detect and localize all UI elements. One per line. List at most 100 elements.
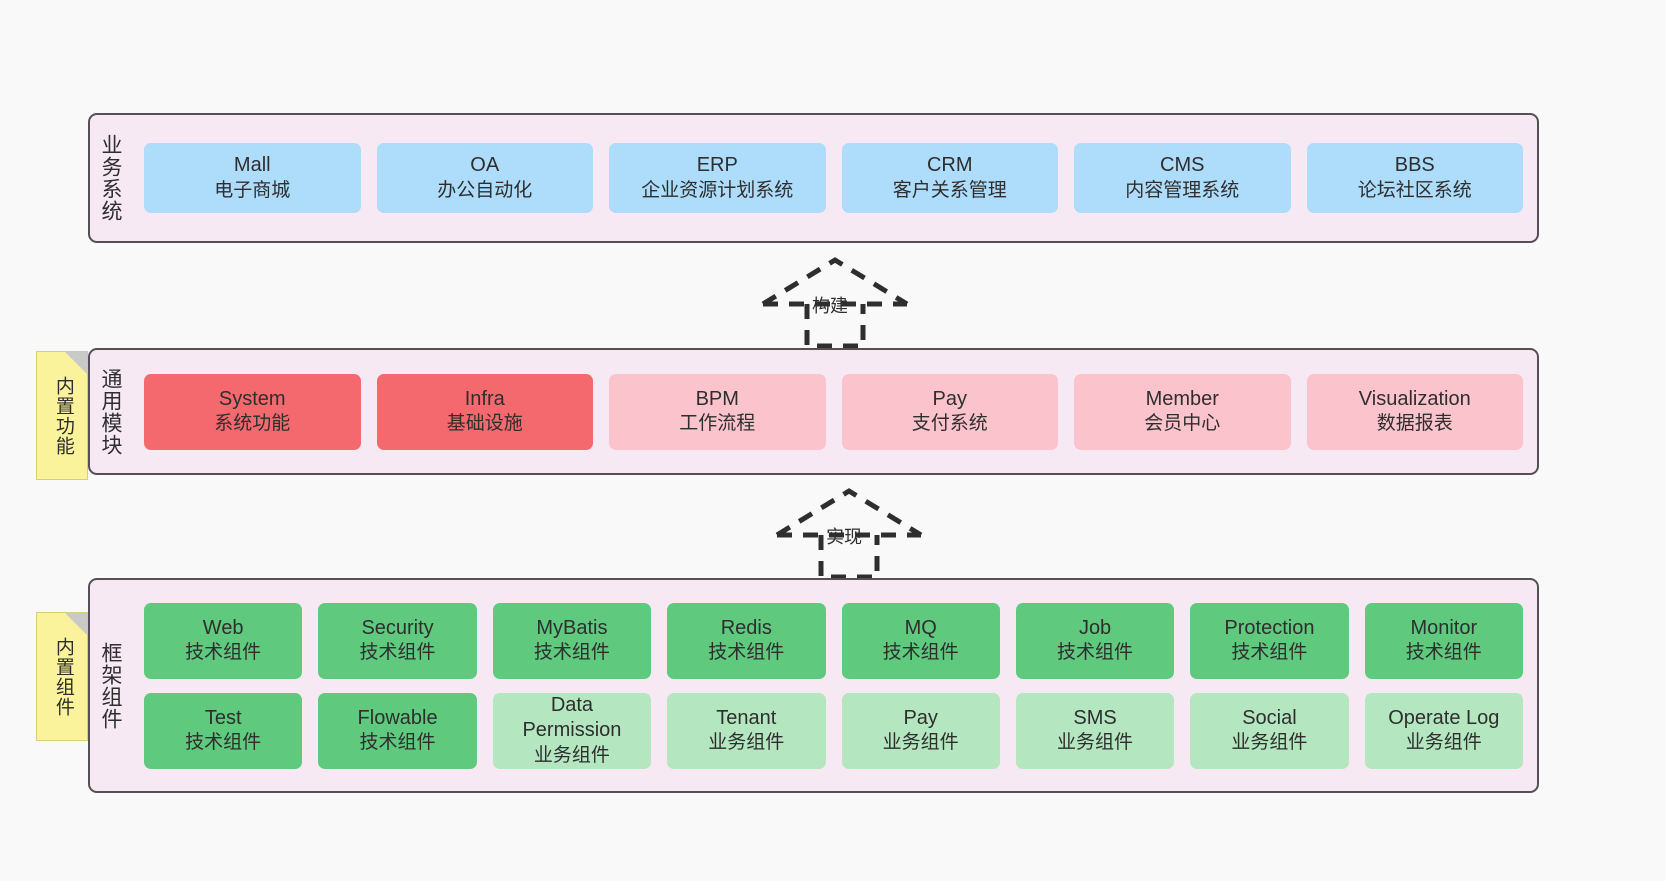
layer-row: Mall 电子商城 OA 办公自动化 ERP 企业资源计划系统 CRM 客户关系… — [144, 143, 1523, 213]
connector-label: 构建 — [812, 296, 848, 316]
module-desc: 技术组件 — [1057, 642, 1134, 664]
layer-business-systems: 业务系统 Mall 电子商城 OA 办公自动化 ERP 企业资源计划系统 CRM… — [88, 113, 1539, 243]
module-desc: 技术组件 — [708, 642, 785, 664]
layer-body: System 系统功能 Infra 基础设施 BPM 工作流程 Pay 支付系统… — [130, 350, 1537, 473]
module-desc: 业务组件 — [1405, 732, 1482, 754]
module-name: Security — [361, 616, 434, 639]
module-card-data-permission[interactable]: Data Permission 业务组件 — [492, 692, 652, 769]
module-name: Data Permission — [522, 693, 622, 742]
sticky-note-built-in-functions: 内置功能 — [36, 351, 88, 480]
layer-row: System 系统功能 Infra 基础设施 BPM 工作流程 Pay 支付系统… — [144, 373, 1523, 450]
module-card-system[interactable]: System 系统功能 — [144, 373, 361, 450]
layer-title: 框架组件 — [98, 641, 122, 730]
module-name: Operate Log — [1388, 706, 1500, 729]
module-desc: 技术组件 — [185, 642, 262, 664]
module-card-security[interactable]: Security 技术组件 — [318, 602, 477, 679]
module-desc: 论坛社区系统 — [1357, 179, 1472, 201]
module-card-protection[interactable]: Protection 技术组件 — [1190, 602, 1349, 679]
page-fold-icon — [65, 613, 87, 635]
module-card-job[interactable]: Job 技术组件 — [1015, 602, 1175, 679]
module-name: System — [218, 387, 286, 410]
module-card-crm[interactable]: CRM 客户关系管理 — [841, 143, 1058, 213]
module-card-mq[interactable]: MQ 技术组件 — [841, 602, 1000, 679]
module-desc: 技术组件 — [359, 732, 436, 754]
module-name: MyBatis — [536, 616, 608, 639]
module-name: Infra — [464, 387, 505, 410]
module-name: BBS — [1394, 154, 1435, 177]
module-card-operate-log[interactable]: Operate Log 业务组件 — [1364, 692, 1523, 769]
module-card-mybatis[interactable]: MyBatis 技术组件 — [492, 602, 652, 679]
module-desc: 工作流程 — [679, 413, 756, 435]
module-card-web[interactable]: Web 技术组件 — [144, 602, 303, 679]
layer-title: 业务系统 — [98, 134, 122, 222]
module-desc: 基础设施 — [446, 413, 523, 435]
module-card-pay[interactable]: Pay 支付系统 — [841, 373, 1058, 450]
module-card-pay-business[interactable]: Pay 业务组件 — [841, 692, 1000, 769]
module-card-social[interactable]: Social 业务组件 — [1190, 692, 1349, 769]
layer-body: Mall 电子商城 OA 办公自动化 ERP 企业资源计划系统 CRM 客户关系… — [130, 115, 1537, 241]
module-card-test[interactable]: Test 技术组件 — [144, 692, 303, 769]
generalization-arrow-icon — [761, 257, 909, 349]
module-name: Tenant — [716, 706, 777, 729]
module-name: Social — [1242, 706, 1297, 729]
module-name: Flowable — [357, 706, 438, 729]
module-name: Pay — [932, 387, 967, 410]
module-card-tenant[interactable]: Tenant 业务组件 — [667, 692, 826, 769]
module-name: Monitor — [1410, 616, 1478, 639]
connector-implement: 实现 — [769, 487, 929, 580]
module-card-visualization[interactable]: Visualization 数据报表 — [1306, 373, 1523, 450]
module-name: MQ — [904, 616, 937, 639]
module-desc: 业务组件 — [882, 732, 959, 754]
module-desc: 客户关系管理 — [892, 179, 1007, 201]
module-name: Visualization — [1358, 387, 1471, 410]
module-desc: 技术组件 — [1231, 642, 1308, 664]
layer-common-modules: 通用模块 System 系统功能 Infra 基础设施 BPM 工作流程 Pay… — [88, 348, 1539, 475]
module-card-member[interactable]: Member 会员中心 — [1074, 373, 1291, 450]
module-card-mall[interactable]: Mall 电子商城 — [144, 143, 361, 213]
module-desc: 内容管理系统 — [1125, 179, 1240, 201]
module-card-cms[interactable]: CMS 内容管理系统 — [1074, 143, 1291, 213]
module-desc: 企业资源计划系统 — [641, 179, 794, 201]
module-name: Protection — [1224, 616, 1315, 639]
module-name: CMS — [1160, 154, 1205, 177]
module-name: SMS — [1073, 706, 1117, 729]
module-desc: 技术组件 — [359, 642, 436, 664]
module-desc: 技术组件 — [882, 642, 959, 664]
module-card-flowable[interactable]: Flowable 技术组件 — [318, 692, 477, 769]
module-desc: 业务组件 — [708, 732, 785, 754]
module-desc: 办公自动化 — [437, 179, 533, 201]
module-desc: 业务组件 — [1231, 732, 1308, 754]
module-name: OA — [470, 154, 500, 177]
module-name: Test — [204, 706, 242, 729]
module-card-bbs[interactable]: BBS 论坛社区系统 — [1306, 143, 1523, 213]
module-card-redis[interactable]: Redis 技术组件 — [667, 602, 826, 679]
module-card-bpm[interactable]: BPM 工作流程 — [609, 373, 826, 450]
module-name: CRM — [926, 154, 973, 177]
layer-framework-components: 框架组件 Web 技术组件 Security 技术组件 MyBatis 技术组件… — [88, 578, 1539, 793]
module-name: Redis — [720, 616, 772, 639]
module-desc: 业务组件 — [533, 744, 610, 766]
layer-title: 通用模块 — [98, 367, 122, 456]
module-desc: 技术组件 — [533, 642, 610, 664]
module-desc: 业务组件 — [1057, 732, 1134, 754]
module-name: Job — [1078, 616, 1112, 639]
module-name: BPM — [695, 387, 739, 410]
module-card-erp[interactable]: ERP 企业资源计划系统 — [609, 143, 826, 213]
layer-row: Test 技术组件 Flowable 技术组件 Data Permission … — [144, 692, 1523, 769]
module-card-monitor[interactable]: Monitor 技术组件 — [1364, 602, 1523, 679]
module-desc: 会员中心 — [1144, 413, 1221, 435]
module-name: ERP — [696, 154, 738, 177]
module-desc: 电子商城 — [214, 179, 291, 201]
module-name: Mall — [233, 154, 271, 177]
connector-build: 构建 — [755, 256, 915, 349]
sticky-note-label: 内置组件 — [52, 636, 74, 717]
module-desc: 系统功能 — [214, 413, 291, 435]
module-name: Member — [1145, 387, 1219, 410]
module-desc: 支付系统 — [911, 413, 988, 435]
connector-label: 实现 — [826, 527, 862, 547]
module-card-infra[interactable]: Infra 基础设施 — [376, 373, 593, 450]
module-card-sms[interactable]: SMS 业务组件 — [1015, 692, 1175, 769]
module-name: Pay — [903, 706, 938, 729]
module-card-oa[interactable]: OA 办公自动化 — [376, 143, 593, 213]
